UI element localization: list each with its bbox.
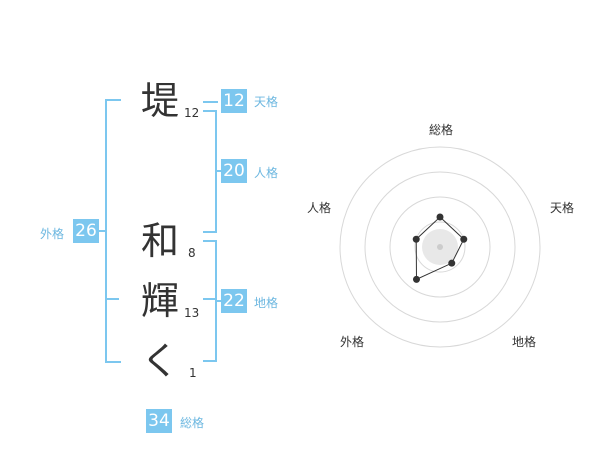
radar-label-soukaku: 総格	[429, 123, 454, 137]
gaikaku-label: 外格	[40, 227, 65, 241]
soukaku-label: 総格	[180, 416, 205, 430]
radar-label-chikaku: 地格	[512, 335, 537, 349]
tenkaku-badge: 12	[221, 89, 247, 113]
radar-point	[436, 213, 444, 221]
chikaku-bracket-tick	[217, 300, 222, 302]
jinkaku-bracket-tick	[217, 170, 222, 172]
soukaku-badge: 34	[146, 409, 172, 433]
gaikaku-badge: 26	[73, 219, 99, 243]
gaikaku-bracket-mid	[105, 298, 119, 300]
radar-label-tenkaku: 天格	[550, 201, 575, 215]
chikaku-badge: 22	[221, 289, 247, 313]
radar-ring	[364, 171, 516, 323]
stroke-count-3: 13	[184, 306, 200, 320]
chikaku-bracket	[203, 240, 217, 362]
radar-point	[412, 275, 420, 283]
name-char-1: 堤	[140, 79, 179, 123]
jinkaku-bracket	[203, 110, 217, 233]
tenkaku-bracket	[203, 101, 218, 103]
name-char-2: 和	[140, 219, 179, 263]
stroke-count-1: 12	[184, 106, 200, 120]
radar-point	[412, 235, 420, 243]
name-char-4: く	[140, 339, 179, 383]
radar-ring	[339, 146, 541, 348]
name-char-3: 輝	[140, 279, 179, 323]
radar-label-gaikaku: 外格	[340, 335, 365, 349]
radar-polygon	[415, 216, 465, 281]
stroke-count-2: 8	[188, 246, 196, 260]
radar-point	[448, 259, 456, 267]
radar-ring	[389, 196, 491, 298]
jinkaku-badge: 20	[221, 159, 247, 183]
radar-ring	[414, 221, 466, 273]
radar-center-dot	[437, 244, 443, 250]
tenkaku-label: 天格	[254, 95, 279, 109]
radar-point	[460, 235, 468, 243]
chikaku-bracket-mid	[203, 298, 215, 300]
chikaku-label: 地格	[254, 296, 279, 310]
radar-label-jinkaku: 人格	[307, 201, 332, 215]
jinkaku-label: 人格	[254, 166, 279, 180]
gaikaku-bracket	[105, 99, 121, 363]
stroke-count-4: 1	[189, 366, 197, 380]
